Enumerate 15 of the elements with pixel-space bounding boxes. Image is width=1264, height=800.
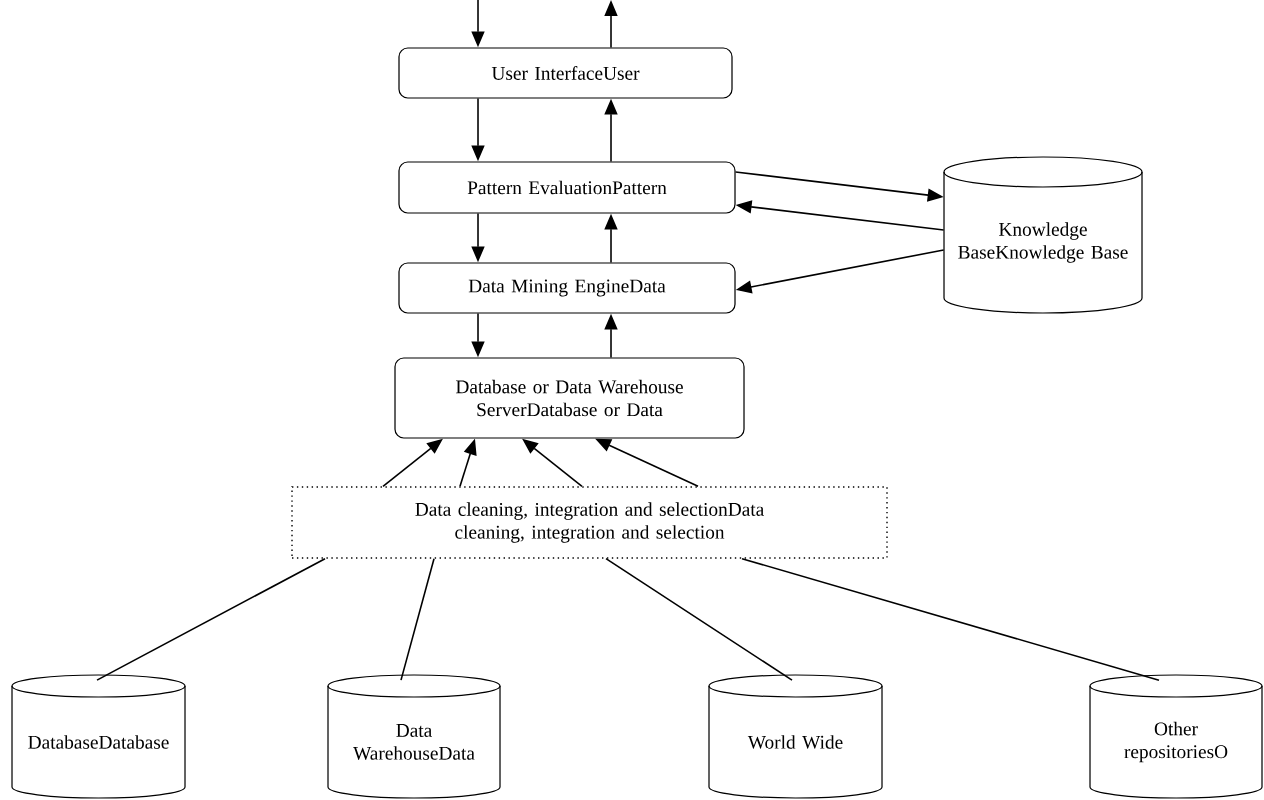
process-box: Data cleaning, integration and selectionData cleaning, integration and selection bbox=[291, 486, 888, 559]
node-label: Knowledge BaseKnowledge Base bbox=[958, 222, 1128, 263]
database-cylinder: World Wide bbox=[708, 674, 883, 799]
database-cylinder: DatabaseDatabase bbox=[11, 674, 186, 799]
node-label: World Wide bbox=[747, 735, 843, 749]
process-box: User InterfaceUser bbox=[398, 47, 733, 99]
database-cylinder: Other repositoriesO bbox=[1089, 674, 1263, 799]
database-cylinder: Data WarehouseData bbox=[327, 674, 501, 799]
database-cylinder: Knowledge BaseKnowledge Base bbox=[943, 156, 1143, 314]
process-box: Pattern EvaluationPattern bbox=[398, 161, 736, 214]
node-label: DatabaseDatabase bbox=[28, 735, 169, 749]
node-label: Other repositoriesO bbox=[1124, 721, 1228, 763]
process-box: Database or Data Warehouse ServerDatabase or Data bbox=[394, 357, 745, 439]
process-box: Data Mining EngineData bbox=[398, 262, 736, 314]
node-label: Data WarehouseData bbox=[353, 724, 475, 760]
